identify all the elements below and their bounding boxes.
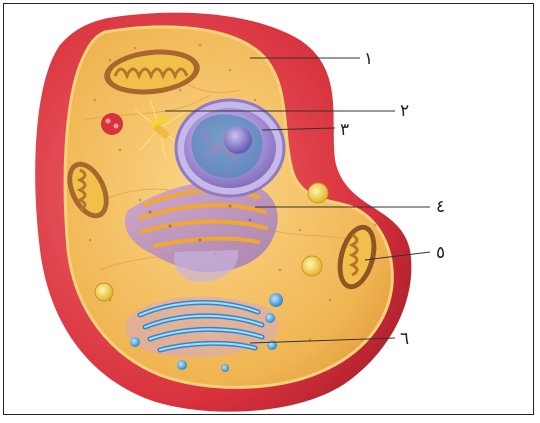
label-6: ٦ bbox=[400, 329, 409, 349]
nucleus bbox=[176, 100, 284, 196]
label-3: ٣ bbox=[340, 120, 349, 140]
lysosome bbox=[101, 113, 123, 135]
nucleolus bbox=[224, 126, 252, 154]
label-5: ٥ bbox=[436, 243, 445, 263]
label-1: ١ bbox=[364, 49, 373, 69]
label-2: ٢ bbox=[400, 101, 409, 121]
label-4: ٤ bbox=[436, 197, 445, 217]
